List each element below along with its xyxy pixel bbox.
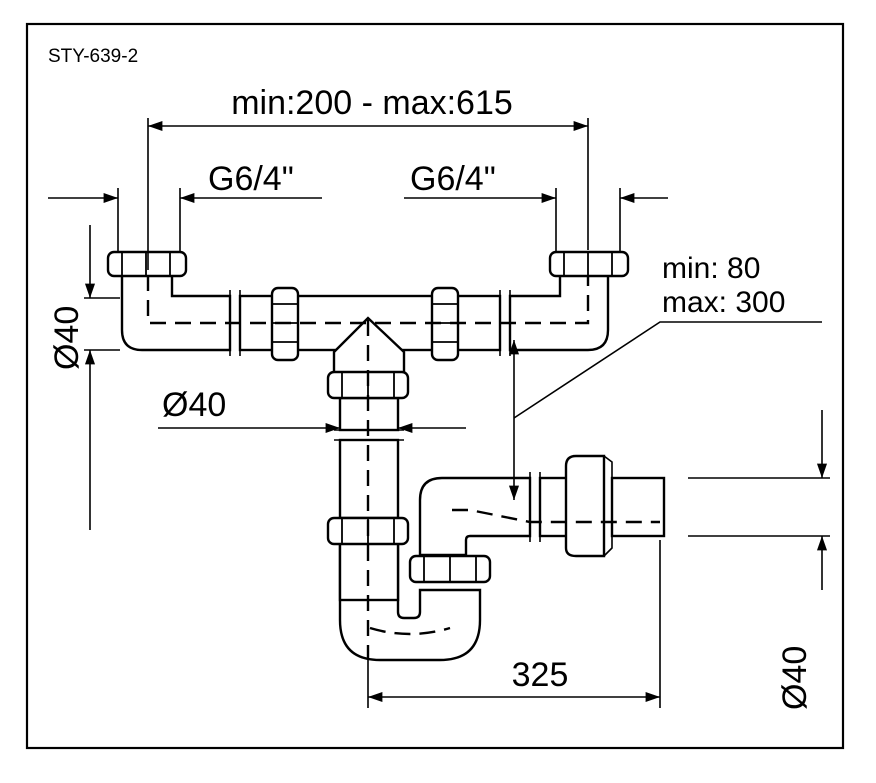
dia-left-label: Ø40 <box>48 306 86 370</box>
length-label: 325 <box>512 656 569 694</box>
thread-left-label: G6/4" <box>208 160 294 198</box>
nut-trap-right <box>408 554 492 584</box>
left-inlet-pipe <box>120 273 232 352</box>
nut-right-inlet <box>548 250 630 278</box>
height-min-label: min: 80 <box>662 252 760 285</box>
wall-flange <box>564 454 606 558</box>
right-inlet-pipe <box>508 273 610 352</box>
span-label: min:200 - max:615 <box>231 84 513 122</box>
center-lines <box>146 275 660 660</box>
dia-right-label: Ø40 <box>776 646 814 710</box>
drawing-frame <box>25 22 845 750</box>
nut-left-inlet <box>106 250 188 278</box>
height-max-label: max: 300 <box>662 286 785 319</box>
thread-right-label: G6/4" <box>410 160 496 198</box>
dia-mid-label: Ø40 <box>162 386 226 424</box>
model-code: STY-639-2 <box>48 46 138 67</box>
